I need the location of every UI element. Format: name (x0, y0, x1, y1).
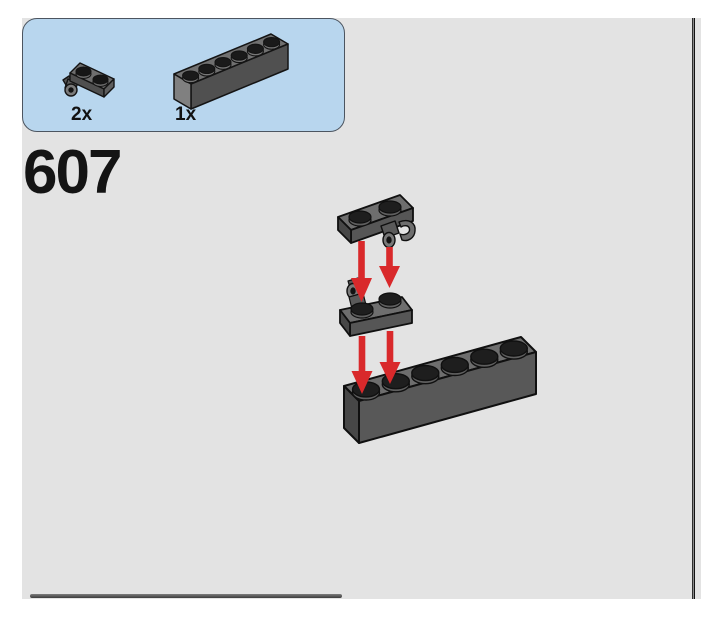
part-image-brick-1x6-icon (173, 33, 289, 110)
brick-1x6 (343, 336, 537, 444)
placement-arrow (379, 247, 400, 288)
placement-arrow (351, 336, 373, 394)
part-quantity-label: 2x (71, 104, 93, 125)
step-number: 607 (23, 138, 122, 207)
part-quantity-label: 1x (175, 104, 197, 125)
clip-plate-middle (339, 277, 413, 337)
parts-callout-box: 2x 1x (22, 18, 345, 132)
placement-arrow (379, 331, 401, 384)
clip-plate-top (337, 194, 416, 249)
placement-arrow (351, 241, 372, 302)
part-image-plate-1x2-clip-icon (62, 62, 115, 98)
page-edge-line (692, 18, 695, 599)
page-bottom-shadow (30, 594, 342, 598)
assembly-diagram (337, 194, 537, 444)
